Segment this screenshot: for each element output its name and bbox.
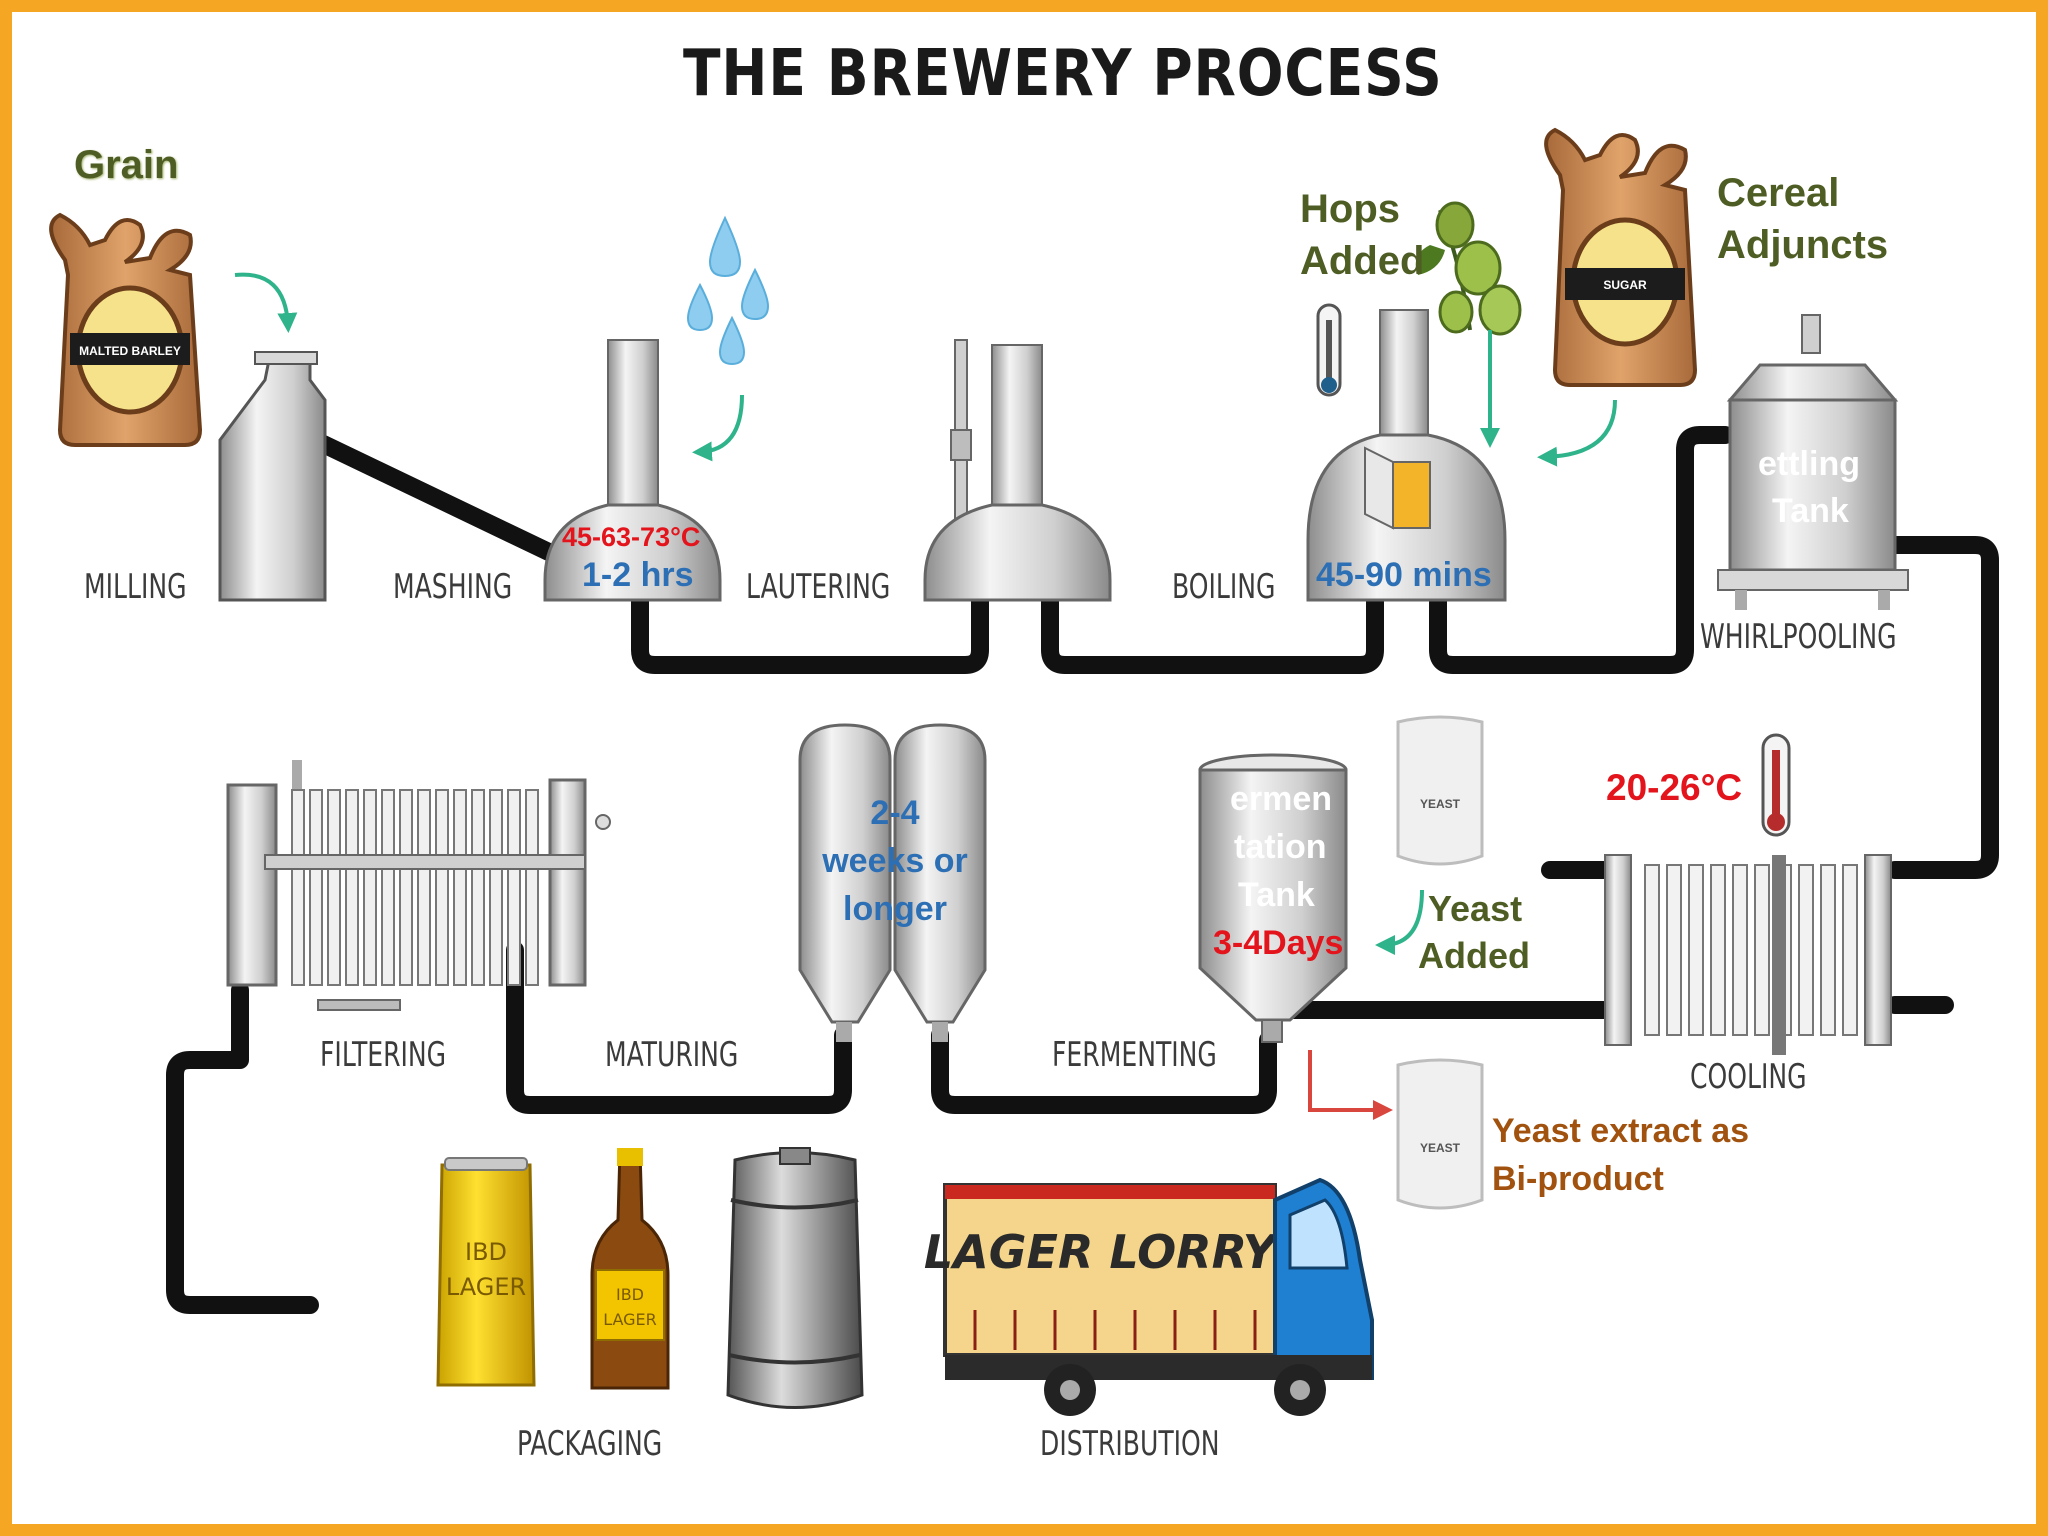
yeast-added-line1: Yeast (1428, 888, 1523, 929)
grain-bag-icon: MALTED BARLEY (49, 212, 203, 447)
filter-press-icon (226, 760, 611, 1011)
pipe-mash-to-lauter (631, 566, 989, 674)
cereal-bag-label: SUGAR (1603, 278, 1647, 292)
grain-bag-label: MALTED BARLEY (79, 344, 181, 358)
cooler-icon (1604, 733, 1892, 1055)
lager-can-icon: IBD LAGER (436, 1157, 536, 1387)
pipe-filter-to-packaging (166, 981, 319, 1314)
lorry-text: LAGER LORRY (924, 1225, 1281, 1279)
mash-tun-icon (543, 339, 722, 602)
keg-icon (726, 1147, 864, 1409)
stage-milling: MILLING (84, 567, 187, 607)
yeast-extract-can-icon: YEAST (1396, 1058, 1484, 1210)
yeast-can-icon: YEAST (1396, 715, 1484, 866)
cereal-bag-icon: SUGAR (1544, 127, 1698, 387)
stage-whirlpooling: WHIRLPOOLING (1700, 617, 1897, 657)
yeast-extract-can-label: YEAST (1420, 1141, 1461, 1155)
grain-label: Grain (74, 143, 179, 187)
settling-tank-line1: ettling (1758, 445, 1860, 483)
yeast-extract-line2: Bi-product (1492, 1160, 1664, 1198)
stage-packaging: PACKAGING (517, 1424, 663, 1464)
fermentation-tank-line1: ermen (1230, 780, 1333, 818)
fermentation-tank-icon (1198, 753, 1348, 1043)
arrow-water-to-mash (692, 394, 744, 462)
hops-icon (1415, 201, 1522, 336)
pipe-ferment-to-mature (931, 1026, 1277, 1114)
pipe-mill-to-mash (306, 431, 564, 564)
lager-lorry-icon: LAGER LORRY (924, 1177, 1374, 1416)
pipework (166, 426, 1999, 1314)
stage-filtering: FILTERING (320, 1035, 447, 1075)
boil-kettle-icon (1306, 303, 1507, 602)
mash-duration: 1-2 hrs (582, 556, 694, 594)
pipe-boil-to-whirlpool (1429, 426, 1734, 674)
settling-tank-line2: Tank (1772, 492, 1849, 530)
pipe-whirlpool-to-cooling (1886, 536, 1999, 879)
stage-mashing: MASHING (393, 567, 513, 607)
stage-cooling: COOLING (1690, 1057, 1807, 1097)
lager-bottle-icon: IBD LAGER (590, 1148, 670, 1390)
bottle-text-line2: LAGER (603, 1310, 657, 1329)
bottle-text-line1: IBD (616, 1285, 644, 1304)
stage-distribution: DISTRIBUTION (1040, 1424, 1220, 1464)
pipe-mature-to-filter (506, 941, 852, 1114)
stage-maturing: MATURING (605, 1035, 739, 1075)
lauter-tun-icon (923, 339, 1112, 602)
maturation-line1: 2-4 (870, 794, 920, 832)
maturation-tanks-icon (798, 723, 987, 1042)
arrow-cereal-to-boil (1537, 399, 1617, 467)
hops-label-line1: Hops (1300, 187, 1400, 231)
cooling-temperature: 20-26°C (1606, 767, 1743, 808)
cereal-label-line1: Cereal (1717, 171, 1840, 215)
arrow-yeast-to-ferment (1375, 889, 1424, 955)
flow-arrows (234, 272, 1617, 1120)
stage-lautering: LAUTERING (746, 567, 891, 607)
hops-label-line2: Added (1300, 239, 1425, 283)
pipe-lauter-to-boil (1041, 581, 1384, 674)
water-drops-icon (686, 215, 770, 366)
page-title: THE BREWERY PROCESS (683, 37, 1443, 111)
fermentation-duration: 3-4Days (1213, 924, 1344, 962)
settling-tank-icon (1717, 314, 1909, 610)
cereal-label-line2: Adjuncts (1717, 223, 1889, 267)
boil-duration: 45-90 mins (1316, 556, 1492, 594)
fermentation-tank-line3: Tank (1238, 876, 1315, 914)
can-text-line1: IBD (465, 1238, 507, 1266)
fermentation-tank-line2: tation (1234, 828, 1327, 866)
mill-icon (218, 351, 327, 602)
can-text-line2: LAGER (446, 1273, 526, 1301)
arrow-yeast-extract-out (1308, 1050, 1393, 1120)
mash-temperature: 45-63-73°C (562, 522, 701, 552)
stage-fermenting: FERMENTING (1052, 1035, 1217, 1075)
stray-mark: ( (580, 985, 590, 1018)
maturation-line2: weeks or (822, 842, 968, 880)
stage-boiling: BOILING (1172, 567, 1276, 607)
yeast-can-label: YEAST (1420, 797, 1461, 811)
maturation-line3: longer (843, 890, 947, 928)
yeast-extract-line1: Yeast extract as (1492, 1112, 1750, 1150)
yeast-added-line2: Added (1418, 935, 1530, 976)
arrow-grain-to-mill (234, 272, 298, 333)
